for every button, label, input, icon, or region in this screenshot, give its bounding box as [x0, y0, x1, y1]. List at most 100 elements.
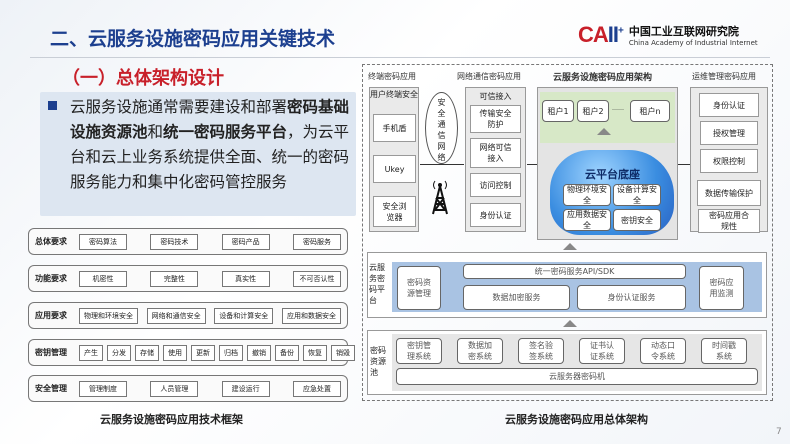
framework-row: 应用要求 物理和环境安全网络和通信安全设备和计算安全应用和数据安全 — [28, 302, 348, 329]
up-arrow-icon — [563, 243, 577, 250]
pool-item: 密钥管理系统 — [396, 338, 442, 364]
ops-item: 数据传输保护 — [697, 180, 761, 206]
cloud-base-item: 物理环境安全 — [563, 184, 611, 206]
framework-cell: 应用和数据安全 — [281, 307, 341, 324]
terminal-col-title: 终端密码应用 — [368, 72, 416, 81]
ops-item: 授权管理 — [700, 121, 758, 145]
network-item: 传输安全防护 — [470, 105, 521, 133]
up-arrow-icon — [563, 320, 577, 327]
network-col-title: 网络通信密码应用 — [457, 72, 521, 81]
framework-cell: 网络和通信安全 — [146, 307, 206, 324]
framework-row-label: 应用要求 — [35, 311, 67, 320]
terminal-item: 手机盾 — [373, 114, 416, 142]
caii-logo: CAII+ 中国工业互联网研究院 China Academy of Indust… — [578, 22, 758, 48]
framework-cell: 备份 — [275, 344, 299, 361]
architecture-caption: 云服务设施密码应用总体架构 — [505, 413, 648, 426]
bullet-t2: 和 — [147, 123, 164, 141]
framework-cell: 完整性 — [150, 270, 199, 287]
tenant-box: 租户n — [630, 100, 670, 122]
secure-network-ellipse: 安全通信网络 — [425, 92, 458, 164]
bullet-b1: 密码基础设施资源池 — [70, 98, 350, 141]
tenant-box: 租户1 — [542, 100, 574, 122]
framework-row-label: 安全管理 — [35, 384, 67, 393]
logo-en: China Academy of Industrial Internet — [628, 39, 758, 47]
pool-item: 数据加密系统 — [457, 338, 503, 364]
network-header: 可信接入 — [479, 92, 512, 101]
page-title: 二、云服务设施密码应用关键技术 — [50, 28, 336, 50]
framework-cells: 产生分发存储使用更新归档撤销备份恢复销毁 — [79, 344, 355, 361]
framework-row: 总体要求 密码算法 密码技术 密码产品 密码服务 — [28, 228, 348, 255]
framework-cell: 物理和环境安全 — [79, 307, 138, 324]
architecture-frame — [362, 64, 773, 401]
ops-item: 权限控制 — [700, 149, 758, 173]
cloud-col-title: 云服务设施密码应用架构 — [553, 73, 653, 83]
framework-cell: 密码技术 — [150, 233, 199, 250]
bullet-t3: ，为云平台和云上业务系统提供全面、统一的密码服务能力和集中化密码管控服务 — [70, 123, 350, 191]
ops-col-title: 运维管理密码应用 — [692, 72, 756, 81]
framework-row: 功能要求机密性完整性真实性不可否认性 — [28, 265, 348, 292]
framework-cell: 应急处置 — [292, 380, 341, 397]
cloud-base-item: 设备计算安全 — [613, 184, 661, 206]
cloud-base-item: 应用数据安全 — [563, 209, 611, 231]
network-item: 身份认证 — [470, 203, 521, 227]
framework-row: 安全管理管理制度人员管理建设运行应急处置 — [28, 375, 348, 402]
title-divider — [30, 57, 770, 58]
arrow-network-cloud — [527, 164, 537, 165]
signal-tower-icon — [432, 180, 448, 215]
bullet-t1: 云服务设施通常需要建设和部署 — [70, 98, 288, 116]
framework-cell: 产生 — [79, 344, 103, 361]
bullet-square-icon — [48, 101, 57, 110]
framework-cell: 人员管理 — [150, 380, 199, 397]
framework-cell: 建设运行 — [221, 380, 270, 397]
framework-row-label: 总体要求 — [35, 237, 67, 246]
page-number: 7 — [776, 427, 782, 437]
framework-cell: 机密性 — [79, 270, 127, 287]
framework-cell: 分发 — [107, 344, 131, 361]
pool-item: 时间戳系统 — [701, 338, 747, 364]
framework-cells: 管理制度人员管理建设运行应急处置 — [79, 380, 341, 397]
ops-item: 身份认证 — [699, 93, 759, 117]
platform-svc2: 身份认证服务 — [577, 285, 686, 310]
framework-row-label: 功能要求 — [35, 274, 67, 283]
framework-cell: 归档 — [219, 344, 243, 361]
arrow-ops-cloud — [678, 164, 690, 165]
terminal-item: Ukey — [373, 155, 416, 183]
bullet-b2: 统一密码服务平台 — [163, 123, 288, 141]
pool-item: 签名验签系统 — [518, 338, 564, 364]
framework-cell: 销毁 — [331, 344, 355, 361]
framework-cells: 物理和环境安全网络和通信安全设备和计算安全应用和数据安全 — [79, 307, 341, 324]
bullet-text: 云服务设施通常需要建设和部署密码基础设施资源池和统一密码服务平台，为云平台和云上… — [70, 95, 355, 195]
network-item: 访问控制 — [470, 173, 521, 197]
section-subtitle: （一）总体架构设计 — [62, 68, 224, 89]
pool-base: 云服务器密码机 — [396, 368, 758, 385]
framework-cell: 密码算法 — [79, 233, 127, 250]
ops-item: 密码应用合规性 — [698, 209, 760, 233]
framework-cell: 恢复 — [303, 344, 327, 361]
arrow-terminal-network — [420, 164, 464, 165]
framework-cell: 密码产品 — [221, 233, 270, 250]
pool-item: 证书认证系统 — [579, 338, 625, 364]
framework-cell: 真实性 — [221, 270, 270, 287]
framework-row-label: 密钥管理 — [35, 348, 67, 357]
tenant-ellipsis: …… — [612, 105, 624, 112]
platform-label: 云服务密码平台 — [369, 263, 385, 305]
network-item: 网络可信接入 — [470, 138, 521, 168]
platform-left: 密码资源管理 — [397, 266, 441, 310]
pool-item: 动态口令系统 — [640, 338, 686, 364]
platform-api: 统一密码服务API/SDK — [463, 264, 686, 279]
pool-label: 密码资源池 — [370, 346, 386, 377]
framework-cell: 密码服务 — [292, 233, 341, 250]
cloud-base-item: 密钥安全 — [613, 209, 661, 231]
framework-row: 密钥管理 产生分发存储使用更新归档撤销备份恢复销毁 — [28, 339, 355, 366]
logo-mark: CAII+ — [578, 22, 624, 47]
cloud-base-title: 云平台底座 — [585, 168, 640, 181]
platform-svc1: 数据加密服务 — [463, 285, 570, 310]
framework-cells: 机密性完整性真实性不可否认性 — [79, 270, 341, 287]
tenant-box: 租户2 — [577, 100, 609, 122]
framework-cell: 更新 — [191, 344, 215, 361]
logo-cn: 中国工业互联网研究院 — [628, 25, 739, 38]
framework-cell: 撤销 — [247, 344, 271, 361]
framework-caption: 云服务设施密码应用技术框架 — [100, 413, 243, 426]
framework-cells: 密码算法 密码技术 密码产品 密码服务 — [79, 233, 341, 250]
terminal-header: 用户终端安全 — [370, 90, 418, 99]
